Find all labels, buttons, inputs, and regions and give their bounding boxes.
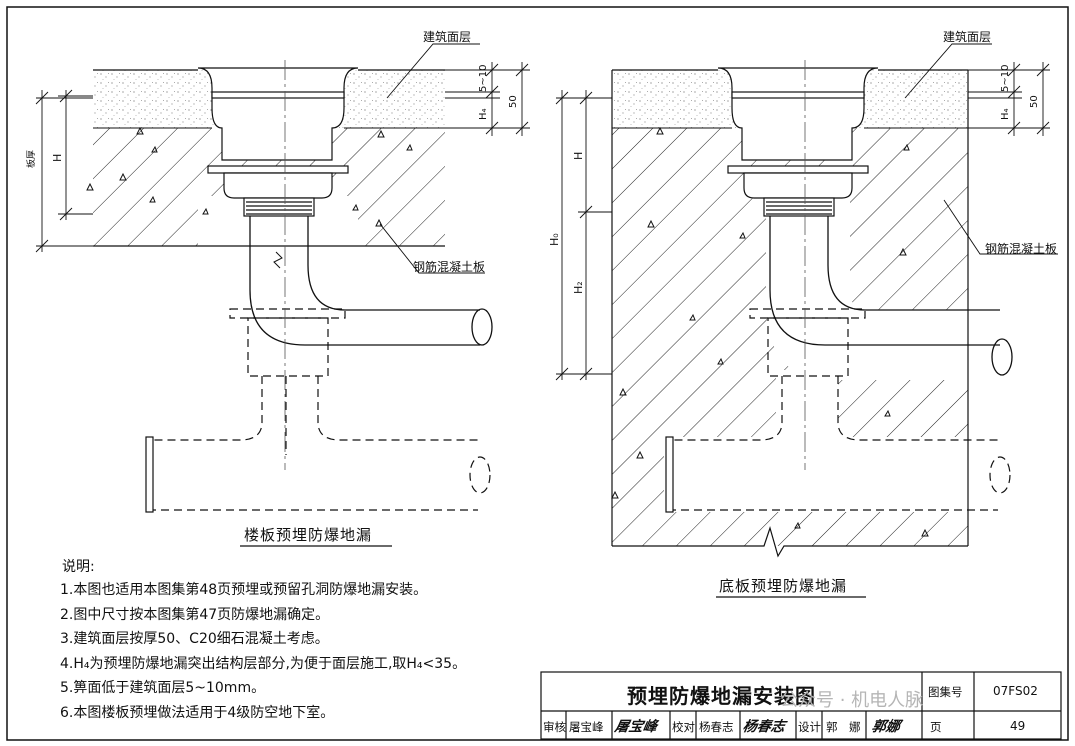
drawing-title: 预埋防爆地漏安装图 [627, 684, 816, 708]
right-slab-label: 钢筋混凝土板 [985, 242, 1058, 256]
right-detail-caption: 底板预埋防爆地漏 [719, 577, 848, 595]
right-hidden-lines [668, 308, 1011, 511]
left-h-label: H [51, 153, 64, 162]
right-pipe [769, 216, 1013, 376]
right-drain-recess [717, 67, 879, 161]
atlas-no-value: 07FS02 [993, 684, 1038, 698]
left-pipe [249, 216, 493, 346]
right-h4-label: H₄ [1000, 108, 1011, 120]
note-item: 6.本图楼板预埋做法适用于4级防空地下室。 [60, 704, 335, 721]
note-item: 4.H₄为预埋防爆地漏突出结构层部分,为便于面层施工,取H₄<35。 [60, 655, 467, 672]
right-h2-label: H₂ [572, 281, 585, 294]
left-dimensions [35, 62, 530, 253]
left-drain-recess [197, 67, 359, 161]
sheet-border [6, 6, 1069, 741]
reviewer-name: 屠宝峰 [569, 720, 604, 734]
left-finish-layer-label: 建筑面层 [423, 30, 472, 44]
right-h-label: H [572, 151, 585, 160]
designer-signature: 郭娜 [870, 719, 902, 735]
left-detail [35, 43, 530, 513]
reviewer-signature: 屠宝峰 [613, 719, 659, 735]
right-detail [555, 43, 1058, 558]
title-block: 预埋防爆地漏安装图 图集号 07FS02 页 49 审核 屠宝峰 屠宝峰 校对 … [541, 672, 1061, 739]
notes-heading: 说明: [62, 559, 95, 575]
left-hidden-lines [148, 308, 491, 511]
watermark: 公众号 · 机电人脉 [780, 690, 924, 711]
right-h0-label: H₀ [548, 233, 561, 246]
left-slab-thickness-label: 板厚 [27, 149, 37, 168]
designer-name: 郭 娜 [826, 720, 861, 734]
left-drain-body [207, 91, 349, 217]
page-no-value: 49 [1010, 719, 1026, 733]
title-block-grid [540, 671, 1062, 740]
left-detail-caption: 楼板预埋防爆地漏 [244, 526, 373, 544]
right-dimensions [555, 62, 1050, 381]
note-item: 1.本图也适用本图集第48页预埋或预留孔洞防爆地漏安装。 [60, 582, 428, 598]
right-finish-layer-label: 建筑面层 [943, 30, 992, 44]
left-h4-label: H₄ [478, 108, 489, 120]
note-item: 5.箅面低于建筑面层5~10mm。 [60, 680, 266, 696]
review-label: 审核 [543, 720, 566, 734]
design-label: 设计 [798, 720, 821, 734]
right-gap-label: 5~10 [1000, 64, 1011, 92]
right-drain-body [727, 91, 869, 217]
page-label: 页 [930, 720, 942, 734]
left-gap-label: 5~10 [478, 64, 489, 92]
left-slab-label: 钢筋混凝土板 [413, 260, 486, 274]
right-break-line [612, 525, 968, 558]
left-dim50-label: 50 [508, 95, 519, 108]
atlas-no-label: 图集号 [928, 685, 963, 699]
right-dim50-label: 50 [1029, 95, 1040, 108]
note-item: 2.图中尺寸按本图集第47页防爆地漏确定。 [60, 606, 330, 623]
check-label: 校对 [672, 720, 695, 734]
checker-signature: 杨春志 [741, 719, 787, 735]
checker-name: 杨春志 [699, 720, 734, 734]
note-item: 3.建筑面层按厚50、C20细石混凝土考虑。 [60, 631, 329, 647]
notes-list: 1.本图也适用本图集第48页预埋或预留孔洞防爆地漏安装。 2.图中尺寸按本图集第… [60, 578, 466, 725]
